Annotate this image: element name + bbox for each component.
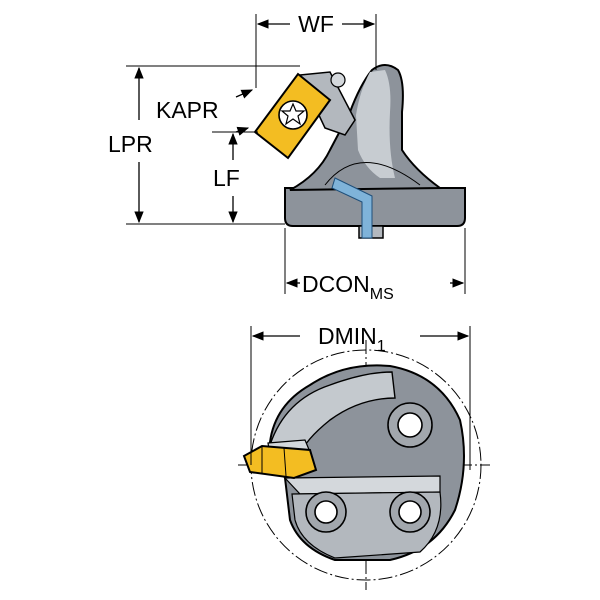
side-view: WF KAPR LPR LF DCONMS <box>108 11 466 303</box>
bolt-hole-lower-right <box>389 491 431 533</box>
torx-screw-icon <box>278 100 308 130</box>
svg-text:DCONMS: DCONMS <box>302 271 394 303</box>
end-view: DMIN1 <box>238 323 490 590</box>
end-view-clamp <box>269 371 396 456</box>
dcon-label: DCON <box>302 271 370 297</box>
wf-label: WF <box>298 11 334 37</box>
svg-text:DMIN1: DMIN1 <box>318 323 386 355</box>
lf-label: LF <box>213 165 240 191</box>
kapr-label: KAPR <box>156 97 219 123</box>
coolant-channel <box>331 177 373 239</box>
lpr-label: LPR <box>108 131 153 157</box>
dmin-subscript: 1 <box>377 338 386 355</box>
clamp-screw-icon <box>330 72 346 88</box>
holder-highlight <box>356 70 395 178</box>
bolt-hole-lower-left <box>305 491 347 533</box>
dmin-label: DMIN <box>318 323 377 349</box>
end-view-pocket <box>283 475 441 495</box>
dcon-subscript: MS <box>370 286 394 303</box>
holder-flange <box>284 187 466 227</box>
end-view-insert <box>242 444 318 480</box>
holder-arc <box>324 162 421 186</box>
bolt-hole-upper <box>387 402 433 448</box>
